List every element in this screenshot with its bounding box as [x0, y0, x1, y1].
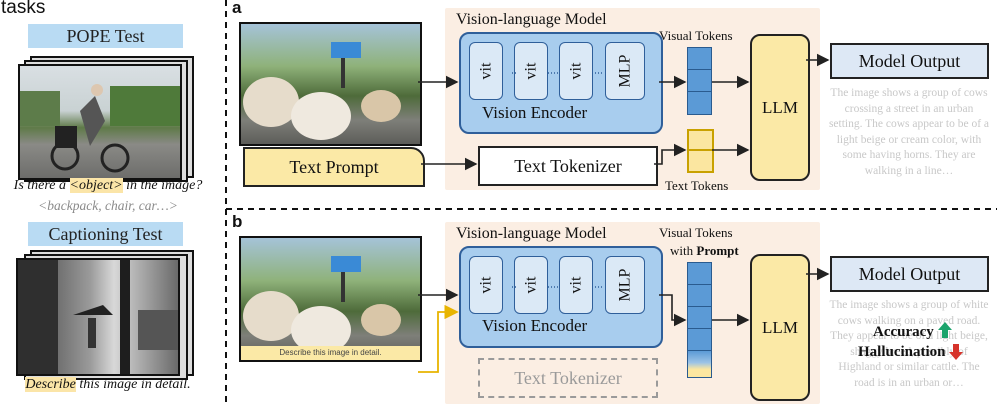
panel-a-llm: LLM	[750, 34, 810, 181]
panel-a-model-output: Model Output	[830, 43, 989, 79]
describe-prompt: Describe this image in detail.	[25, 377, 191, 392]
panel-b-encoder-label: Vision Encoder	[482, 316, 588, 335]
panel-a-vlm-title: Vision-language Model	[456, 11, 607, 28]
panel-a-output-text: The image shows a group of cows crossing…	[828, 87, 990, 177]
panel-b-vit-1: vit	[469, 256, 503, 314]
down-arrow-icon	[949, 344, 964, 360]
panel-a-cows-photo	[239, 22, 422, 146]
pope-examples: <backpack, chair, car…>	[38, 198, 178, 213]
panel-b-vit-3: vit	[559, 256, 593, 314]
panel-a-vit-2: vit	[514, 42, 548, 100]
panel-b-visual-tokens-label: Visual Tokens	[659, 225, 733, 240]
panel-a-vit-3: vit	[559, 42, 593, 100]
panel-b-image-caption: Describe this image in detail.	[241, 346, 420, 360]
panel-b-with-prompt-label: with Prompt	[670, 243, 739, 258]
panel-b-cows-photo: Describe this image in detail.	[239, 236, 422, 362]
panel-a-text-tokens-label: Text Tokens	[665, 178, 729, 193]
hallucination-label: Hallucination	[858, 344, 964, 361]
panel-b-text-tokenizer: Text Tokenizer	[478, 358, 658, 398]
accuracy-label: Accuracy	[873, 322, 952, 341]
panel-a-vit-1: vit	[469, 42, 503, 100]
panel-a-mlp: MLP	[605, 42, 645, 100]
panel-b-mlp: MLP	[605, 256, 645, 314]
tasks-label: tasks	[1, 0, 46, 18]
panel-a-text-prompt: Text Prompt	[243, 147, 425, 187]
panel-a-letter: a	[232, 0, 242, 17]
panel-b-letter: b	[232, 212, 243, 231]
pope-question: Is there a <object> in the image?	[13, 178, 203, 193]
panel-a-encoder-label: Vision Encoder	[482, 103, 588, 122]
panel-b-vit-2: vit	[514, 256, 548, 314]
street-photo	[16, 258, 180, 376]
up-arrow-icon	[937, 322, 952, 338]
panel-a-visual-tokens-label: Visual Tokens	[659, 28, 733, 43]
pope-test-title: POPE Test	[28, 24, 183, 48]
cyclist-photo	[18, 64, 182, 180]
panel-b-vlm-title: Vision-language Model	[456, 225, 607, 242]
object-placeholder: <object>	[69, 178, 123, 193]
panel-b-llm: LLM	[750, 254, 810, 401]
panel-a-text-tokenizer: Text Tokenizer	[478, 146, 658, 186]
panel-b-model-output: Model Output	[830, 256, 989, 292]
captioning-test-title: Captioning Test	[28, 222, 183, 246]
